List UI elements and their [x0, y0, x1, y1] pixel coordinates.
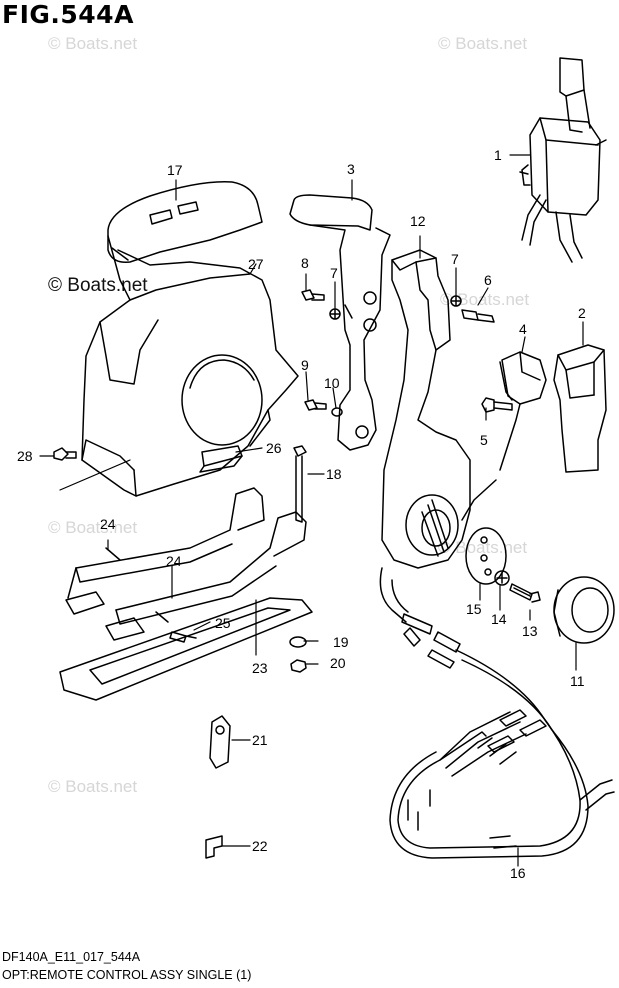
part-8-bolt [301, 289, 325, 301]
part-24-bracket-lower [105, 511, 307, 641]
leader-lines [39, 154, 584, 867]
part-label: 20 [330, 655, 346, 671]
part-3-lever [289, 194, 391, 451]
part-17-cover [107, 181, 263, 263]
part-label: 25 [215, 615, 231, 631]
part-label: 18 [326, 466, 342, 482]
figure-code: DF140A_E11_017_544A [2, 950, 141, 964]
part-label: 23 [252, 660, 268, 676]
part-2-handle-grip [553, 344, 607, 473]
part-label: 13 [522, 623, 538, 639]
part-15-plate [465, 527, 507, 585]
watermark: © Boats.net [48, 34, 138, 53]
part-7-washer [329, 295, 462, 320]
part-22-clip [205, 835, 223, 859]
part-28-screw [53, 447, 77, 461]
part-27-housing [81, 235, 299, 497]
watermark-dark: © Boats.net [48, 275, 148, 296]
part-label: 10 [324, 375, 340, 391]
part-label: 19 [333, 634, 349, 650]
part-label: 21 [252, 732, 268, 748]
part-26-pad [199, 445, 243, 473]
part-24-bracket-upper [65, 487, 265, 615]
part-label: 1 [494, 147, 502, 163]
part-label: 7 [451, 251, 459, 267]
part-label: 15 [466, 601, 482, 617]
part-21-clip [209, 715, 231, 769]
part-label: 27 [248, 256, 264, 272]
part-label: 7 [330, 265, 338, 281]
part-12-control-arm [381, 249, 471, 569]
part-23-gasket [59, 597, 313, 701]
part-label: 16 [510, 865, 526, 881]
part-4-switch [461, 351, 547, 521]
part-10-washer [331, 407, 343, 417]
part-6-screw [461, 309, 495, 323]
part-label: 24 [100, 516, 116, 532]
part-label: 4 [519, 321, 527, 337]
part-label: 22 [252, 838, 268, 854]
part-1-control-box [519, 57, 607, 263]
part-label: 12 [410, 213, 426, 229]
part-label: 5 [480, 432, 488, 448]
part-label: 6 [484, 272, 492, 288]
part-18-bolt [293, 445, 307, 523]
part-5-screw [481, 397, 513, 413]
watermark: © Boats.net [48, 518, 138, 537]
figure-caption: OPT:REMOTE CONTROL ASSY SINGLE (1) [2, 968, 252, 982]
part-label: 17 [167, 162, 183, 178]
watermark: © Boats.net [48, 777, 138, 796]
part-labels: 1 2 3 4 5 6 7 7 8 9 10 11 12 13 14 15 16… [17, 147, 586, 881]
part-label: 9 [301, 357, 309, 373]
part-label: 11 [570, 673, 585, 689]
part-label: 2 [578, 305, 586, 321]
part-19-washer [289, 636, 307, 648]
part-16-harness [379, 567, 615, 859]
watermark: © Boats.net [438, 34, 528, 53]
part-label: 14 [491, 611, 507, 627]
part-20-nut [290, 659, 307, 673]
part-9-bolt [304, 399, 327, 411]
part-label: 8 [301, 255, 309, 271]
part-label: 24 [166, 553, 182, 569]
part-label: 26 [266, 440, 282, 456]
part-13-screw [509, 583, 541, 603]
watermark: © Boats.net [440, 290, 530, 309]
figure-title: FIG.544A [2, 0, 134, 29]
part-label: 3 [347, 161, 355, 177]
part-11-cap [553, 576, 615, 644]
part-label: 28 [17, 448, 33, 464]
